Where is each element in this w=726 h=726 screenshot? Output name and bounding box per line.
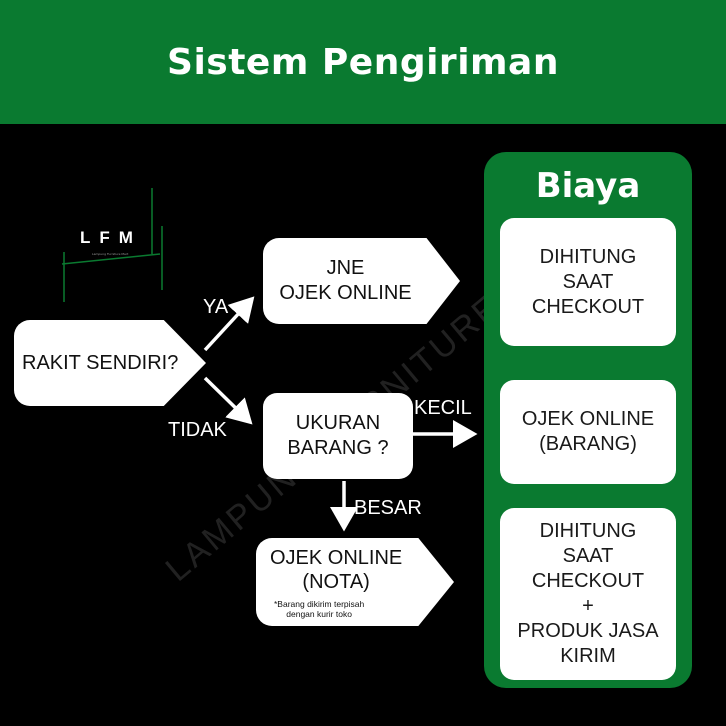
ojek-nota-text: OJEK ONLINE (NOTA): [270, 546, 403, 593]
logo-text: LFM: [80, 228, 142, 247]
small-label: KECIL: [414, 397, 472, 419]
cost-panel-title: Biaya: [535, 166, 641, 206]
ojek-nota-box: OJEK ONLINE (NOTA) *Barang dikirim terpi…: [256, 538, 454, 626]
big-label: BESAR: [354, 497, 422, 519]
logo-lines-icon: [61, 188, 163, 302]
lfm-logo: LFM Lampung Furniture Mart: [58, 186, 170, 304]
yes-label: YA: [203, 296, 229, 318]
header-bar: Sistem Pengiriman: [0, 0, 726, 124]
cost-card-3-text: DIHITUNG SAAT CHECKOUT + PRODUK JASA KIR…: [517, 520, 659, 667]
arrow-yes: [203, 296, 255, 352]
cost-card-3: DIHITUNG SAAT CHECKOUT + PRODUK JASA KIR…: [500, 508, 676, 680]
logo-subtext: Lampung Furniture Mart: [92, 252, 129, 256]
jne-ojek-box: JNE OJEK ONLINE: [263, 238, 460, 324]
jne-ojek-text: JNE OJEK ONLINE: [279, 257, 412, 304]
page-title: Sistem Pengiriman: [167, 41, 559, 83]
size-question-text: UKURAN BARANG ?: [287, 412, 389, 459]
cost-card-1: DIHITUNG SAAT CHECKOUT: [500, 218, 676, 346]
ojek-nota-note: *Barang dikirim terpisah dengan kurir to…: [274, 598, 365, 619]
cost-card-2-text: OJEK ONLINE (BARANG): [521, 408, 655, 455]
cost-card-1-text: DIHITUNG SAAT CHECKOUT: [531, 245, 645, 318]
size-question-box: UKURAN BARANG ?: [263, 393, 413, 479]
no-label: TIDAK: [168, 419, 227, 441]
start-decision-text: RAKIT SENDIRI?: [22, 351, 179, 374]
arrow-no: [203, 376, 253, 425]
cost-panel: Biaya DIHITUNG SAAT CHECKOUT OJEK ONLINE…: [484, 152, 692, 688]
start-decision: RAKIT SENDIRI?: [14, 320, 206, 406]
cost-card-2: OJEK ONLINE (BARANG): [500, 380, 676, 484]
